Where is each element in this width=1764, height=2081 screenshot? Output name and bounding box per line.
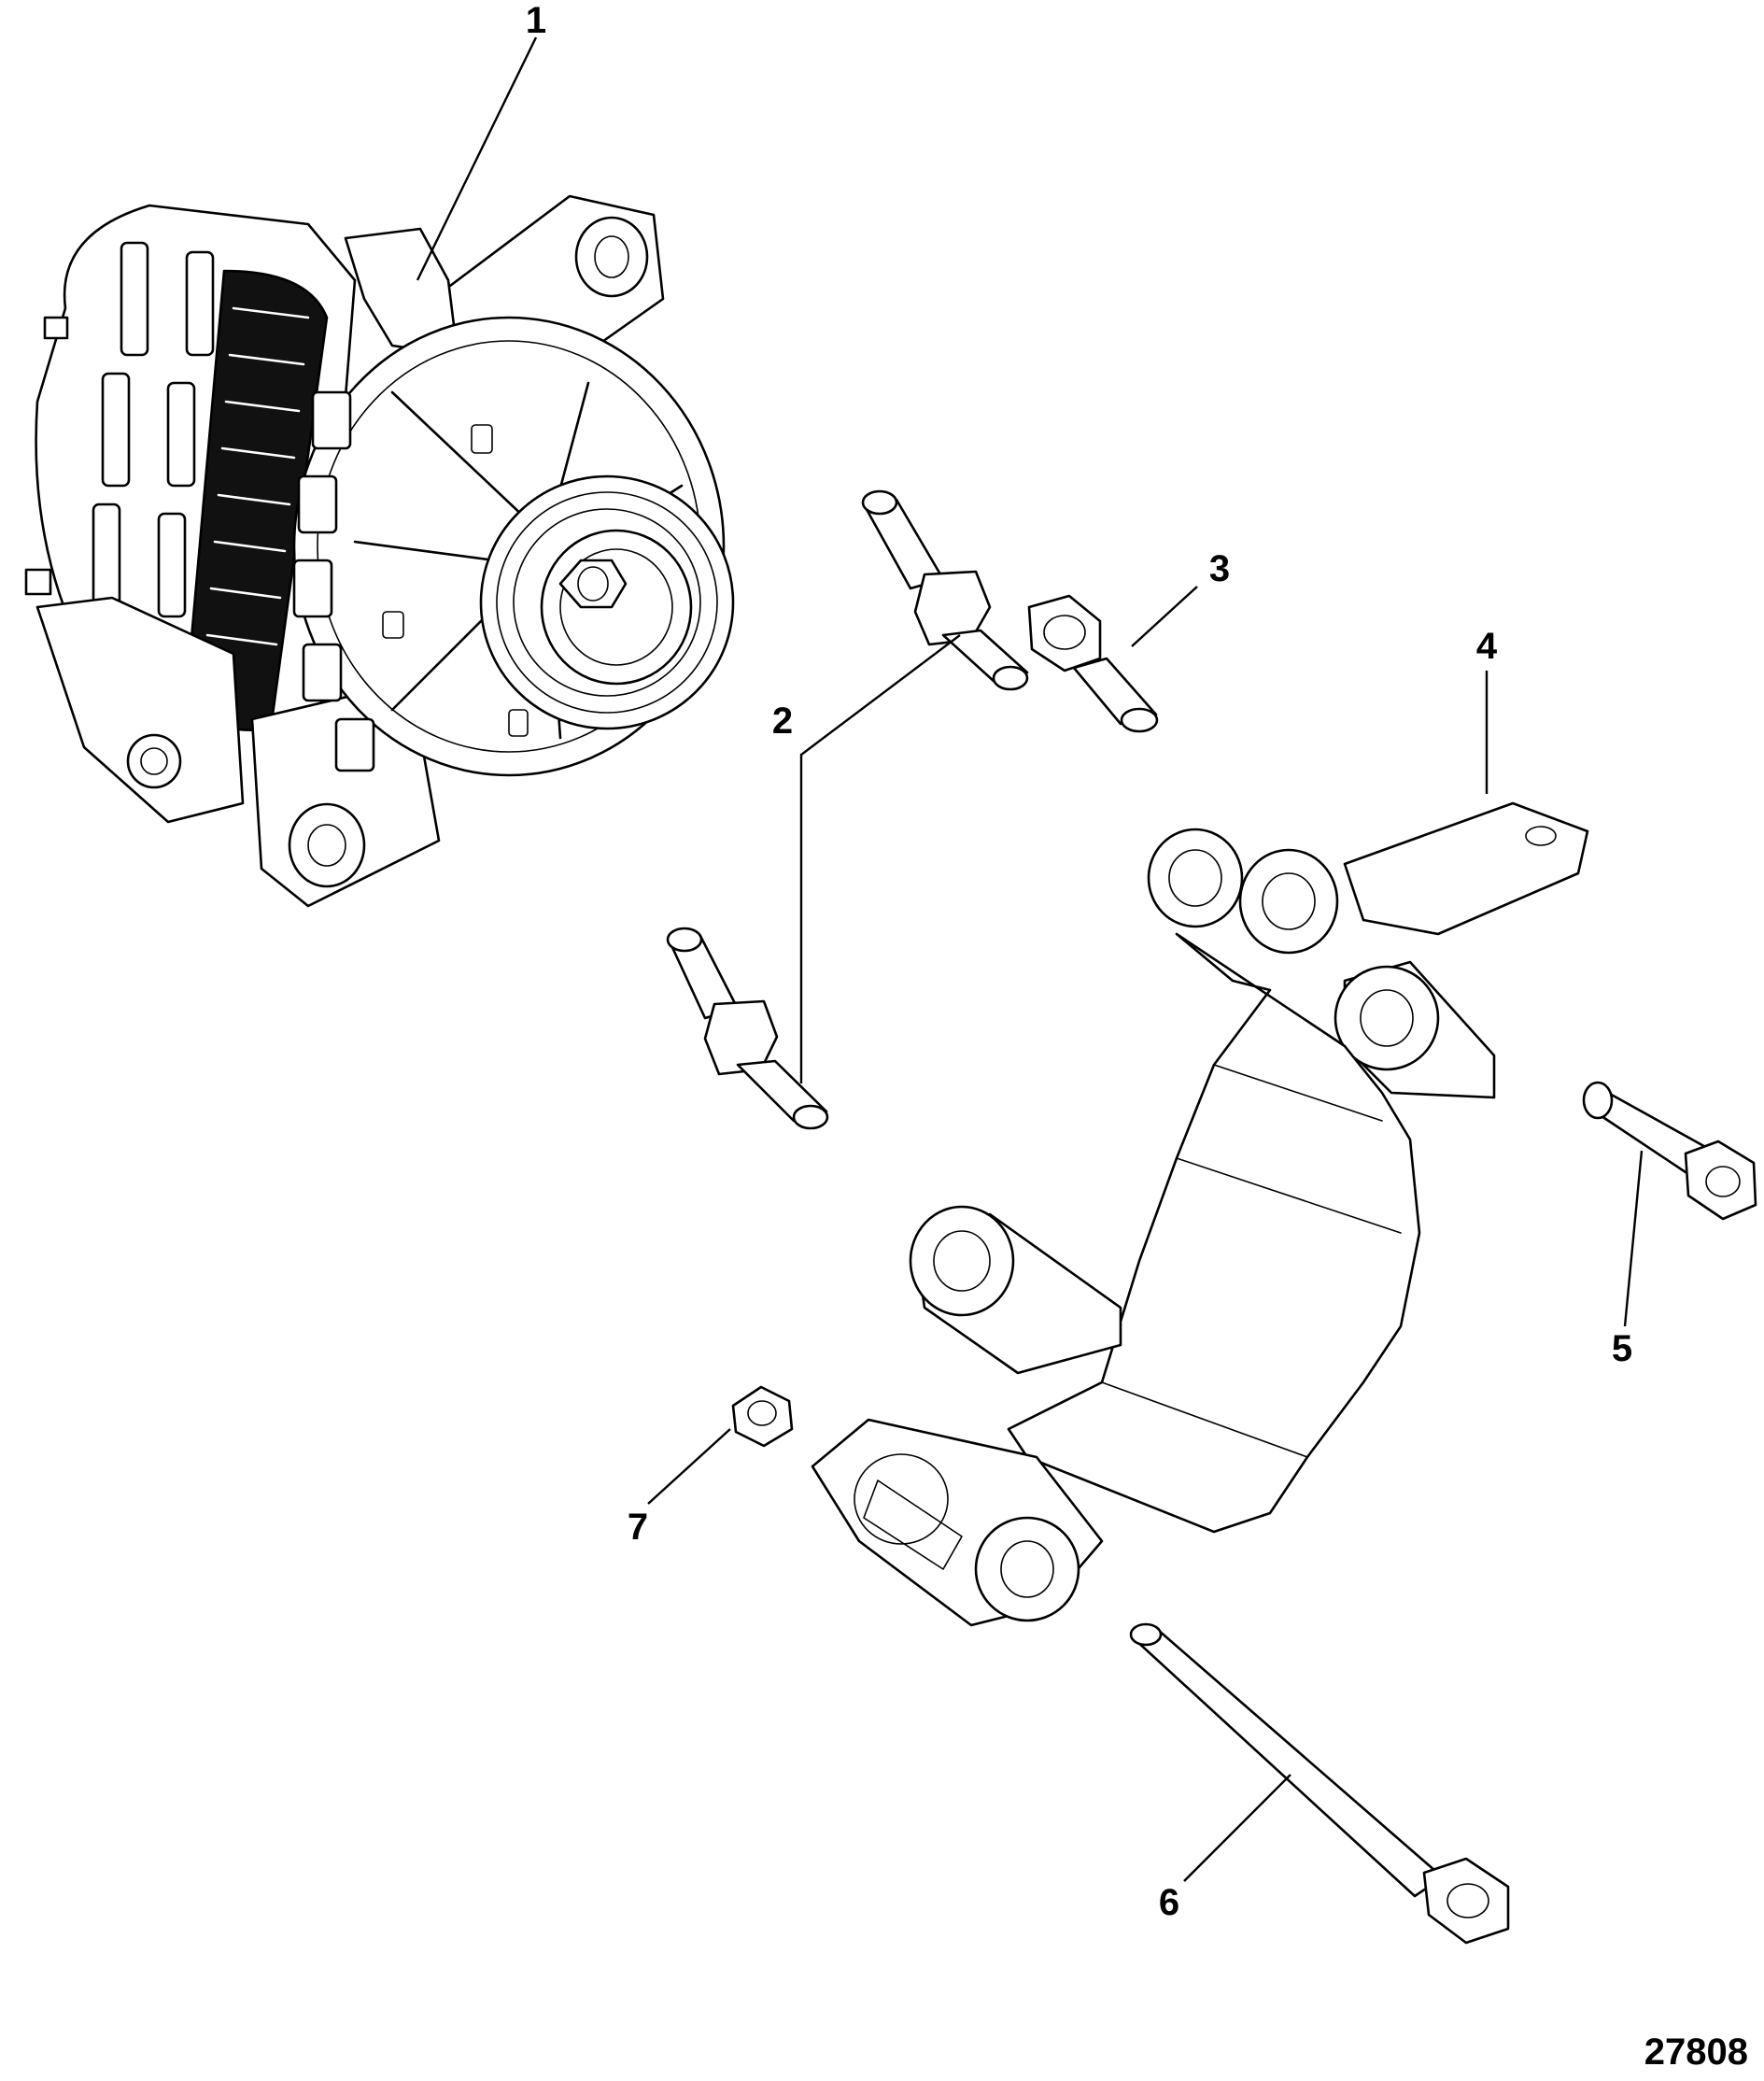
bolt-short xyxy=(1027,594,1159,733)
leader-7 xyxy=(647,1428,731,1505)
callout-5: 5 xyxy=(1612,1328,1632,1369)
leader-6 xyxy=(1183,1774,1291,1882)
stud-lower xyxy=(666,927,829,1130)
leader-5 xyxy=(1623,1150,1644,1327)
bolt-side xyxy=(1582,1081,1757,1221)
callout-4: 4 xyxy=(1476,626,1498,667)
bolt-long xyxy=(1129,1622,1510,1945)
callout-3: 3 xyxy=(1209,548,1230,589)
leader-1 xyxy=(416,36,538,281)
callout-1: 1 xyxy=(526,0,546,41)
callout-7: 7 xyxy=(628,1507,648,1548)
figure-number: 27808 xyxy=(1644,2031,1748,2073)
callout-labels: 1 2 3 4 5 6 7 xyxy=(526,0,1632,1923)
callout-6: 6 xyxy=(1159,1882,1179,1923)
stud-upper xyxy=(861,489,1029,691)
hex-nut xyxy=(731,1385,794,1448)
alternator xyxy=(24,194,735,908)
leader-3 xyxy=(1131,586,1198,647)
mounting-bracket xyxy=(811,801,1589,1627)
leader-2 xyxy=(799,634,961,1083)
leader-lines xyxy=(416,36,1644,1882)
callout-2: 2 xyxy=(772,701,793,742)
